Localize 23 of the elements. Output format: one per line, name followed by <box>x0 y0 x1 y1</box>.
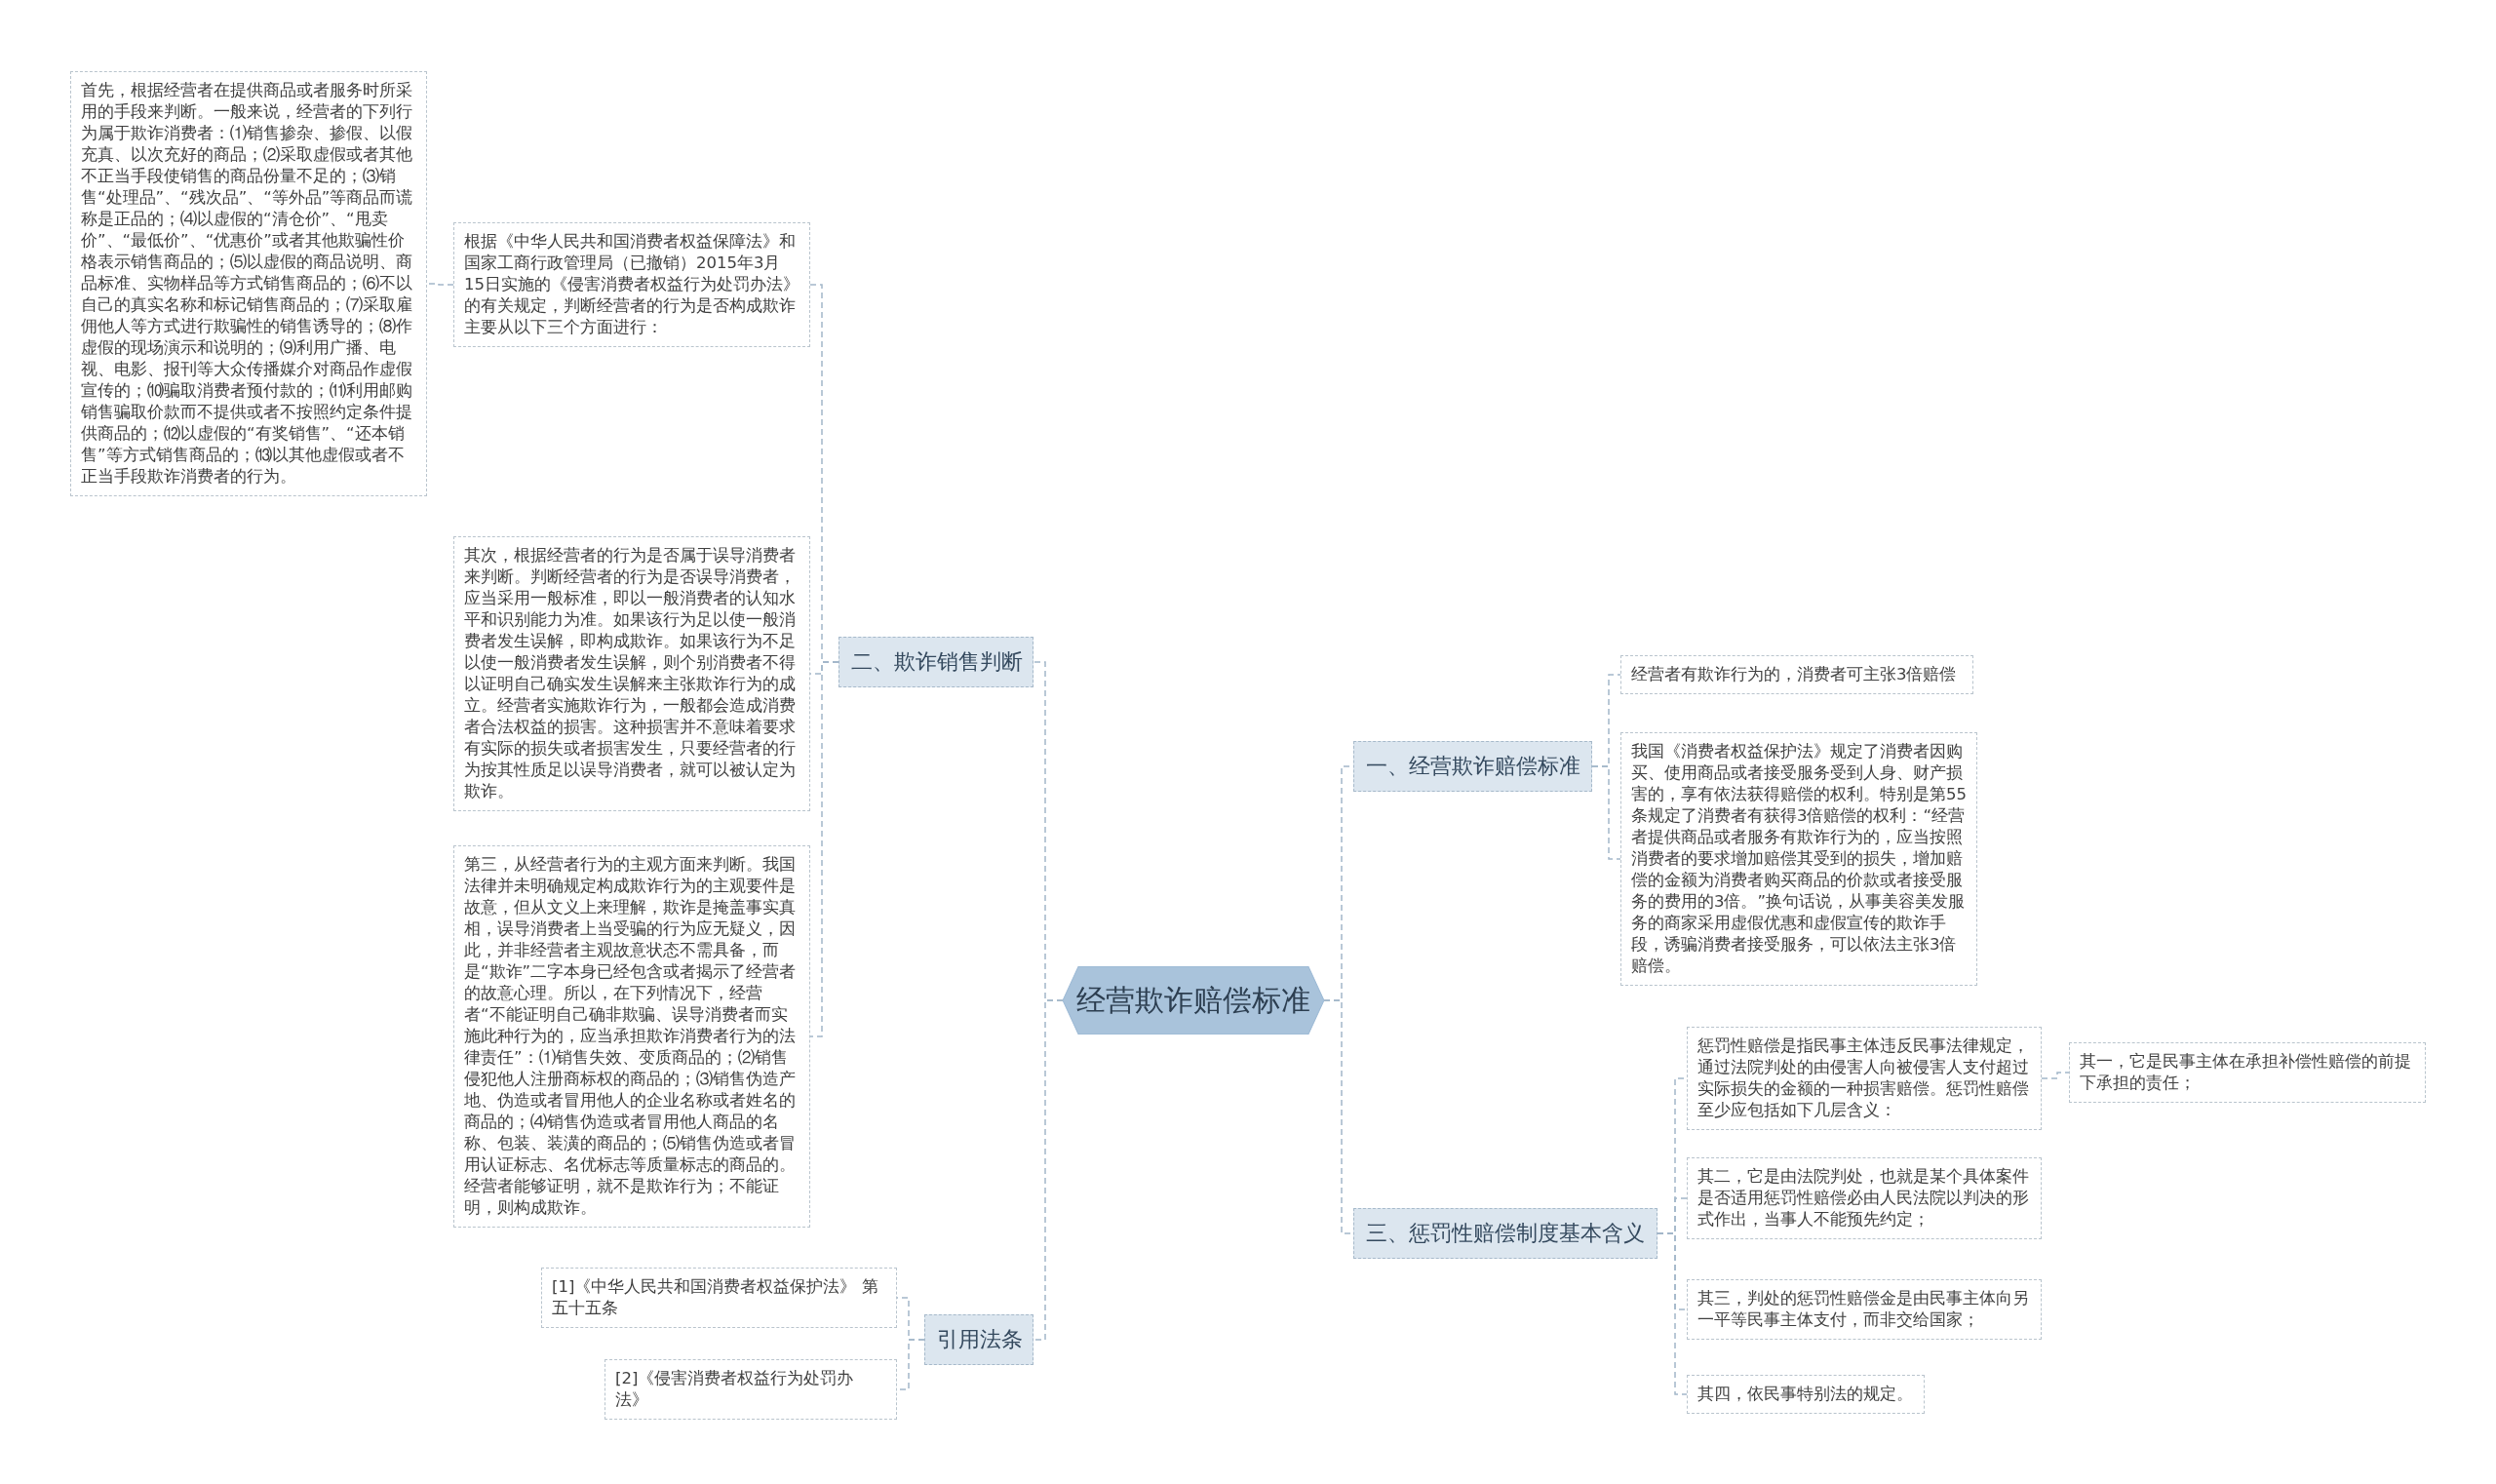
note-card: 我国《消费者权益保护法》规定了消费者因购买、使用商品或者接受服务受到人身、财产损害的，享有依法获得赔偿的权利。特别是第55条规定了消费者有获得3倍赔偿的权利：“经营者提供商品或者服务有欺诈行为的，应当按照消费者的要求增加赔偿其受到的损失，增加赔偿的金额为消费者购买商品的价款或者接受服务的费用的3倍。”换句话说，从事美容美发服务的商家采用虚假优惠和虚假宣传的欺诈手段，诱骗消费者接受服务，可以依法主张3倍赔偿。 <box>1620 732 1977 986</box>
note-card: 其二，它是由法院判处，也就是某个具体案件是否适用惩罚性赔偿必由人民法院以判决的形式作出，当事人不能预先约定； <box>1687 1157 2042 1239</box>
note-card: 其次，根据经营者的行为是否属于误导消费者来判断。判断经营者的行为是否误导消费者，应当采用一般标准，即以一般消费者的认知水平和识别能力为准。如果该行为足以使一般消费者发生误解，即构成欺诈。如果该行为不足以使一般消费者发生误解，则个别消费者不得以证明自己确实发生误解来主张欺诈行为的成立。经营者实施欺诈行为，一般都会造成消费者合法权益的损害。这种损害并不意味着要求有实际的损失或者损害发生，只要经营者的行为按其性质足以误导消费者，就可以被认定为欺诈。 <box>453 536 810 811</box>
branch-topic: 三、惩罚性赔偿制度基本含义 <box>1353 1208 1658 1259</box>
note-card: 其三，判处的惩罚性赔偿金是由民事主体向另一平等民事主体支付，而非交给国家； <box>1687 1279 2042 1340</box>
note-card: 其四，依民事特别法的规定。 <box>1687 1375 1925 1414</box>
connector-line <box>426 283 454 286</box>
connector-line <box>2041 1072 2070 1079</box>
note-card: 惩罚性赔偿是指民事主体违反民事法律规定，通过法院判处的由侵害人向被侵害人支付超过实际损失的金额的一种损害赔偿。惩罚性赔偿至少应包括如下几层含义： <box>1687 1027 2042 1130</box>
branch-topic: 一、经营欺诈赔偿标准 <box>1353 741 1592 792</box>
branch-topic: 引用法条 <box>924 1314 1034 1365</box>
connector-line <box>1591 765 1621 860</box>
note-card: 根据《中华人民共和国消费者权益保障法》和国家工商行政管理局（已撤销）2015年3月15日实施的《侵害消费者权益行为处罚办法》的有关规定，判断经营者的行为是否构成欺诈主要从以下三个方面进行： <box>453 222 810 347</box>
central-topic: 经营欺诈赔偿标准 <box>1063 966 1324 1035</box>
note-card: 其一，它是民事主体在承担补偿性赔偿的前提下承担的责任； <box>2069 1042 2426 1103</box>
connector-line <box>1033 999 1064 1341</box>
connector-line <box>1657 1232 1688 1395</box>
note-card: [1]《中华人民共和国消费者权益保护法》 第五十五条 <box>541 1268 897 1328</box>
note-card: [2]《侵害消费者权益行为处罚办法》 <box>604 1359 897 1420</box>
note-card: 首先，根据经营者在提供商品或者服务时所采用的手段来判断。一般来说，经营者的下列行为属于欺诈消费者：⑴销售掺杂、掺假、以假充真、以次充好的商品；⑵采取虚假或者其他不正当手段使销售的商品份量不足的；⑶销售“处理品”、“残次品”、“等外品”等商品而谎称是正品的；⑷以虚假的“清仓价”、“甩卖价”、“最低价”、“优惠价”或者其他欺骗性价格表示销售商品的；⑸以虚假的商品说明、商品标准、实物样品等方式销售商品的；⑹不以自己的真实名称和标记销售商品的；⑺采取雇佣他人等方式进行欺骗性的销售诱导的；⑻作虚假的现场演示和说明的；⑼利用广播、电视、电影、报刊等大众传播媒介对商品作虚假宣传的；⑽骗取消费者预付款的；⑾利用邮购销售骗取价款而不提供或者不按照约定条件提供商品的；⑿以虚假的“有奖销售”、“还本销售”等方式销售商品的；⒀以其他虚假或者不正当手段欺诈消费者的行为。 <box>70 71 427 496</box>
branch-topic: 二、欺诈销售判断 <box>838 637 1034 687</box>
note-card: 经营者有欺诈行为的，消费者可主张3倍赔偿 <box>1620 655 1973 694</box>
note-card: 第三，从经营者行为的主观方面来判断。我国法律并未明确规定构成欺诈行为的主观要件是故意，但从文义上来理解，欺诈是掩盖事实真相，误导消费者上当受骗的行为应无疑义，因此，并非经营者主观故意状态不需具备，而是“欺诈”二字本身已经包含或者揭示了经营者的故意心理。所以，在下列情况下，经营者“不能证明自己确非欺骗、误导消费者而实施此种行为的，应当承担欺诈消费者行为的法律责任”：⑴销售失效、变质商品的；⑵销售侵犯他人注册商标权的商品的；⑶销售伪造产地、伪造或者冒用他人的企业名称或者姓名的商品的；⑷销售伪造或者冒用他人商品的名称、包装、装潢的商品的；⑸销售伪造或者冒用认证标志、名优标志等质量标志的商品的。经营者能够证明，就不是欺诈行为；不能证明，则构成欺诈。 <box>453 845 810 1228</box>
